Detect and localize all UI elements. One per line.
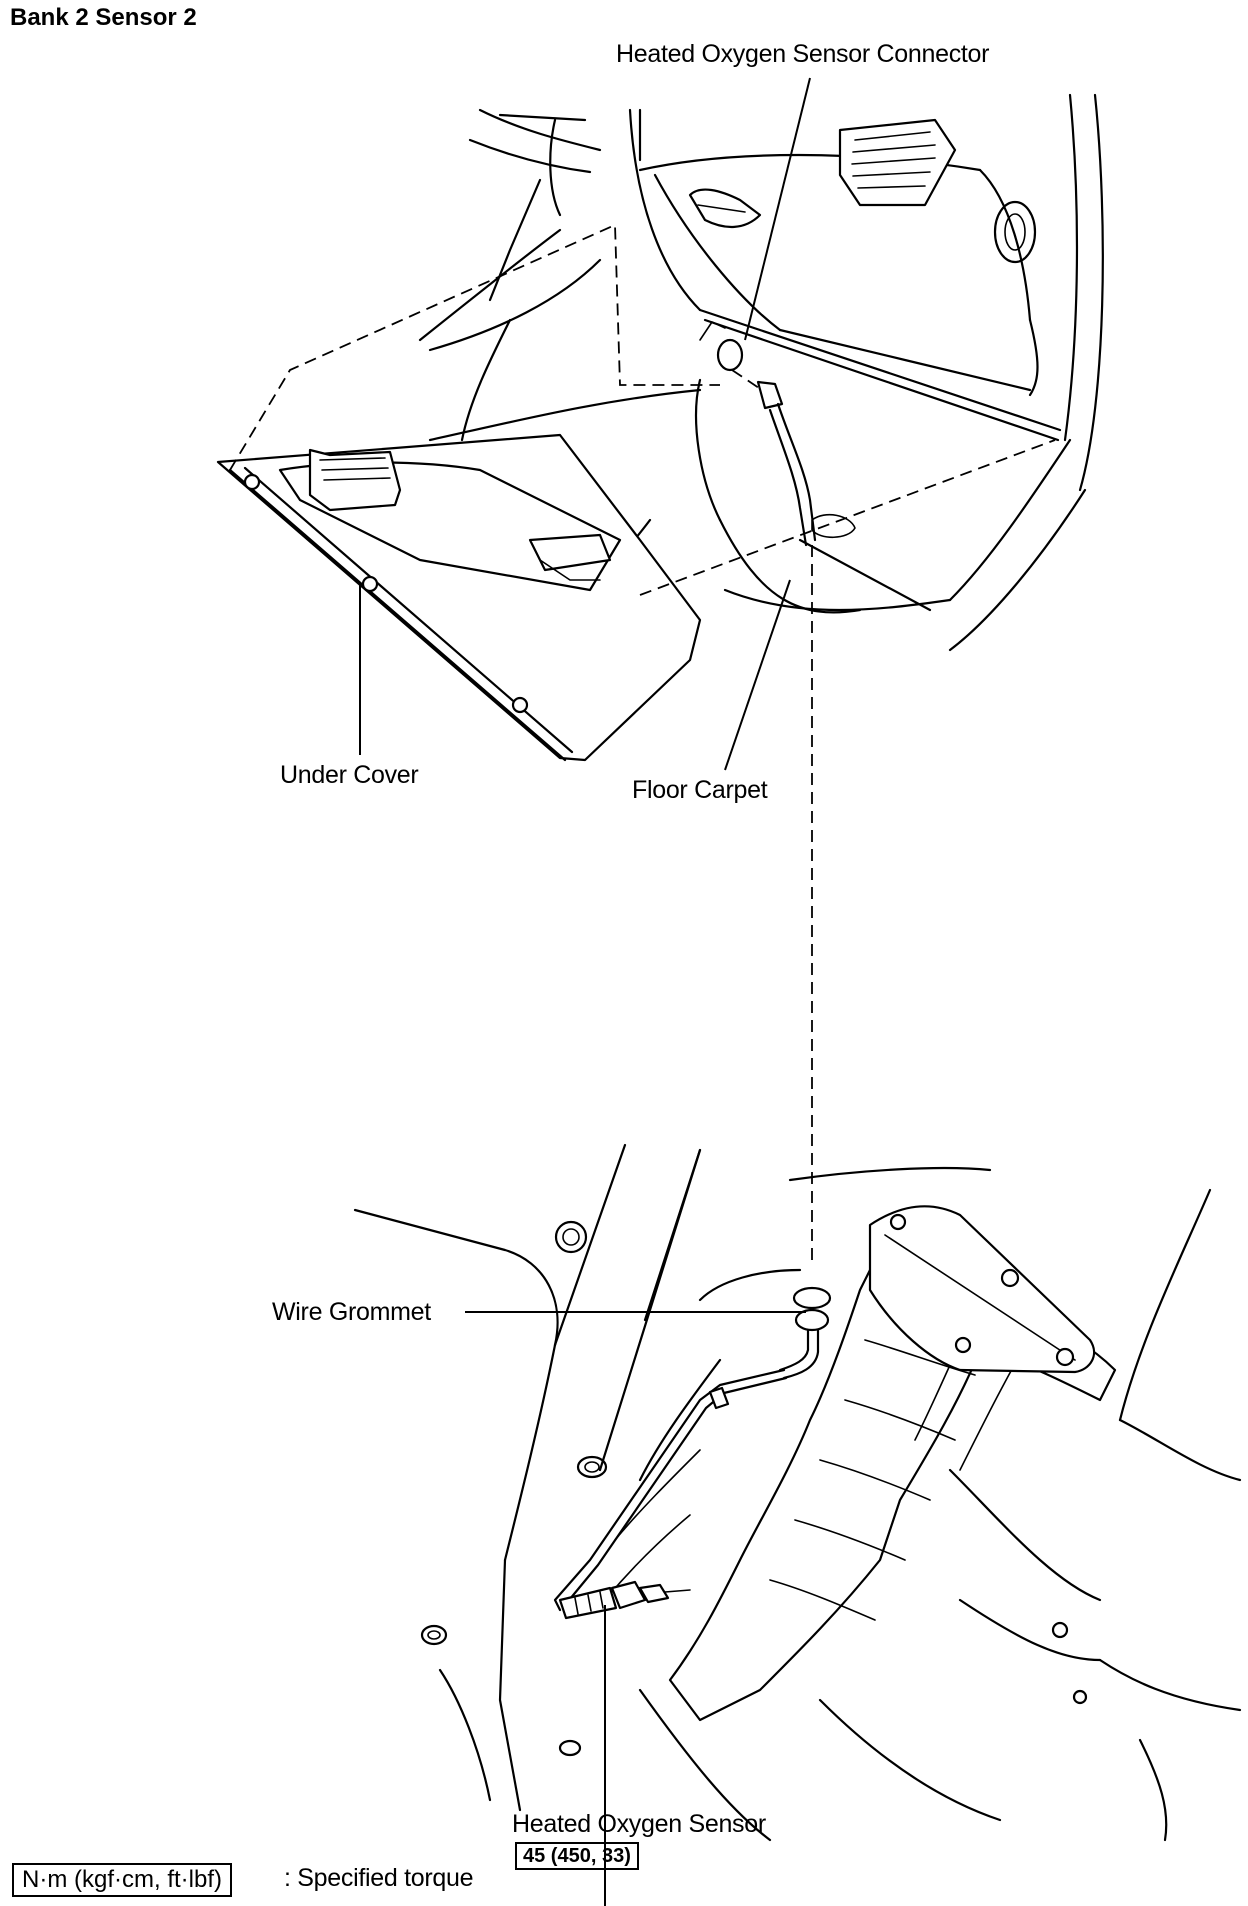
under-cover-label: Under Cover [280,761,419,789]
torque-spec-badge: 45 (450, 33) [515,1842,639,1870]
diagram-title: Bank 2 Sensor 2 [10,4,197,31]
floor-carpet-leader [724,579,791,771]
leader-lines [359,77,811,1906]
torque-legend-text: : Specified torque [284,1864,474,1892]
connector-leader [744,77,811,341]
floor-carpet-label: Floor Carpet [632,776,768,804]
connector-label: Heated Oxygen Sensor Connector [616,40,990,68]
torque-unit-legend-box: N·m (kgf·cm, ft·lbf) [12,1863,232,1897]
underbody-drawing [353,1143,1242,1842]
dashboard-drawing [216,93,1104,762]
sensor-label: Heated Oxygen Sensor [512,1810,766,1838]
wire-grommet-label: Wire Grommet [272,1298,431,1326]
